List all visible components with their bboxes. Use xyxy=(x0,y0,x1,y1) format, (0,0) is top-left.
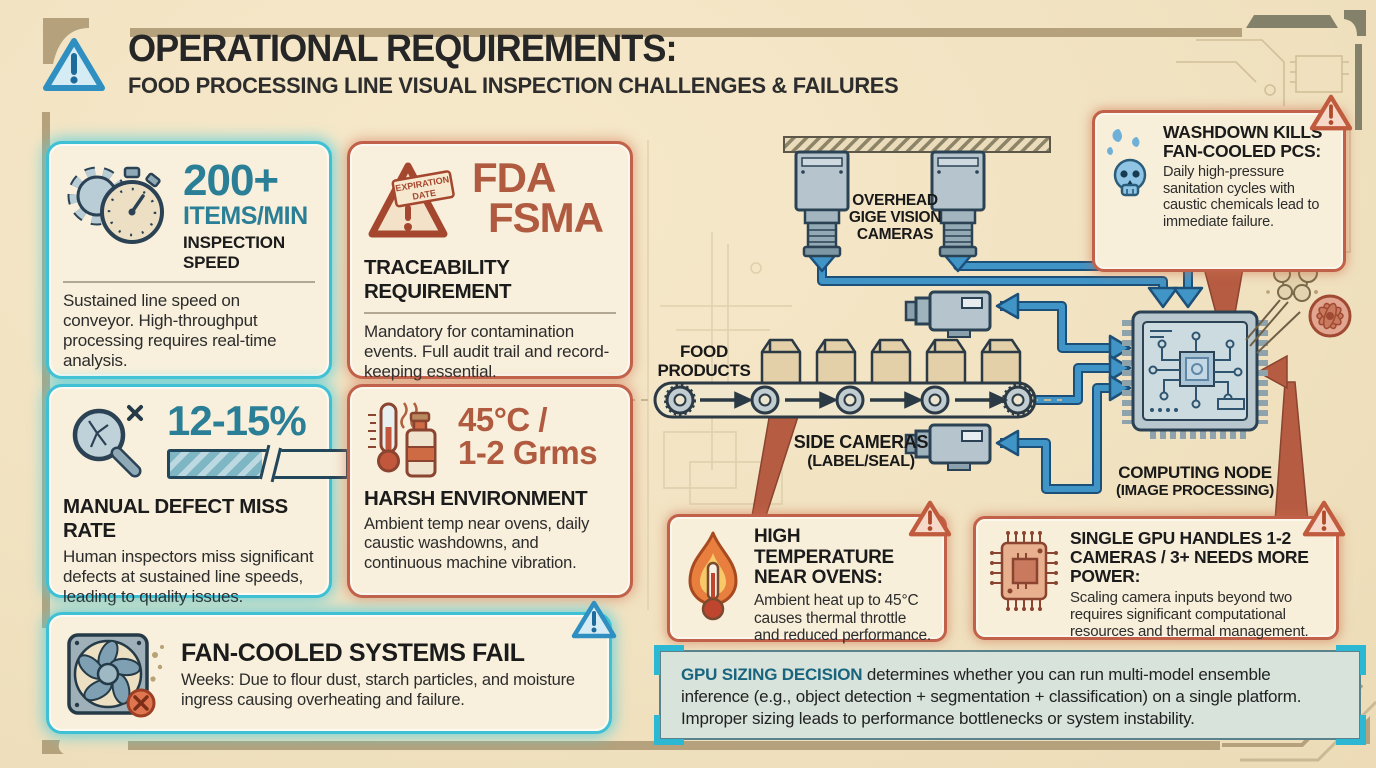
stat-label: INSPECTION SPEED xyxy=(183,232,285,272)
callout-title: HIGH TEMPERATURE NEAR OVENS: xyxy=(754,526,894,589)
bracket-corner xyxy=(1336,645,1366,675)
cooling-fan-icon xyxy=(63,627,167,723)
label-food-products: FOOD PRODUCTS xyxy=(657,342,751,380)
ceiling-mount xyxy=(783,136,1051,153)
warning-triangle-icon xyxy=(1309,93,1353,133)
magnifier-crack-icon xyxy=(63,399,159,491)
card-miss-rate: 12-15% MANUAL DEFECT MISS RATE Human ins… xyxy=(46,384,349,606)
divider xyxy=(63,280,315,283)
miss-rate-bar xyxy=(167,444,349,483)
stat-value: 12-15% xyxy=(167,397,307,444)
warning-triangle-icon xyxy=(908,499,952,539)
broken-fan-icon xyxy=(1308,294,1352,338)
card-body: Weeks: Due to flour dust, starch particl… xyxy=(181,671,575,709)
warning-triangle-icon xyxy=(1302,499,1346,539)
card-body: Ambient temp near ovens, daily caustic w… xyxy=(364,515,590,572)
stat-label: TRACEABILITY REQUIREMENT xyxy=(364,256,512,303)
card-fan-fail: FAN-COOLED SYSTEMS FAIL Weeks: Due to fl… xyxy=(46,600,617,734)
card-inspection-speed: 200+ ITEMS/MIN INSPECTION SPEED Sustaine… xyxy=(46,141,332,379)
callout-washdown: WASHDOWN KILLS FAN-COOLED PCS: Daily hig… xyxy=(1092,94,1353,272)
callout-single-gpu: SINGLE GPU HANDLES 1-2 CAMERAS / 3+ NEED… xyxy=(973,500,1346,641)
bar-break xyxy=(259,444,283,483)
stat-value: FDA xyxy=(472,154,556,201)
stat-unit: ITEMS/MIN xyxy=(183,201,308,230)
belt-flow-arrows xyxy=(700,391,1009,409)
card-fda-fsma: EXPIRATION DATE FDA FSMA TRACEABILITY RE… xyxy=(347,141,633,382)
computing-node xyxy=(1122,310,1268,439)
label-overhead-cameras: OVERHEAD GIGE VISION CAMERAS xyxy=(848,192,942,244)
card-harsh-environment: 45°C / 1-2 Grms HARSH ENVIRONMENT Ambien… xyxy=(347,384,633,598)
callout-body: Ambient heat up to 45°C causes thermal t… xyxy=(754,591,932,645)
warning-triangle-icon xyxy=(42,36,106,94)
bracket-corner xyxy=(1336,715,1366,745)
divider xyxy=(364,312,616,314)
callout-title: WASHDOWN KILLS FAN-COOLED PCS: xyxy=(1163,122,1323,161)
gpu-chip-icon xyxy=(988,529,1060,613)
label-computing-node: COMPUTING NODE (IMAGE PROCESSING) xyxy=(1116,463,1274,499)
card-body: Mandatory for contamination events. Full… xyxy=(364,322,610,382)
stat-label: HARSH ENVIRONMENT xyxy=(364,487,588,510)
stat-value-2: FSMA xyxy=(488,193,604,241)
side-camera-lower xyxy=(904,423,992,471)
stat-value: 45°C / xyxy=(458,401,548,438)
callout-high-temperature: HIGH TEMPERATURE NEAR OVENS: Ambient hea… xyxy=(667,500,952,644)
callout-body: Scaling camera inputs beyond two require… xyxy=(1070,588,1309,641)
food-packages xyxy=(760,338,1022,385)
page-title: OPERATIONAL REQUIREMENTS: xyxy=(128,28,677,70)
stat-value: 200+ xyxy=(183,156,279,205)
svg-text:DATE: DATE xyxy=(412,188,437,202)
skull-water-icon xyxy=(1107,123,1153,203)
overhead-camera-left xyxy=(794,150,850,258)
card-title: FAN-COOLED SYSTEMS FAIL xyxy=(181,639,525,668)
callout-body: Daily high-pressure sanitation cycles wi… xyxy=(1163,163,1320,231)
card-body: Human inspectors miss significant defect… xyxy=(63,547,314,607)
warning-triangle-icon xyxy=(571,599,617,641)
warning-expiration-stamp-icon: EXPIRATION DATE xyxy=(364,156,464,252)
gpu-note-lead: GPU SIZING DECISION xyxy=(681,665,863,684)
stat-label: MANUAL DEFECT MISS RATE xyxy=(63,495,288,542)
overhead-camera-right xyxy=(930,150,986,258)
bar-fill xyxy=(170,451,262,476)
page-header: OPERATIONAL REQUIREMENTS: FOOD PROCESSIN… xyxy=(128,28,922,99)
side-camera-upper xyxy=(904,290,992,338)
page-subtitle: FOOD PROCESSING LINE VISUAL INSPECTION C… xyxy=(128,72,899,98)
stat-value-2: 1-2 Grms xyxy=(458,434,598,471)
gpu-sizing-note: GPU SIZING DECISION determines whether y… xyxy=(654,645,1366,745)
conveyor-belt xyxy=(628,338,1062,419)
card-body: Sustained line speed on conveyor. High-t… xyxy=(63,290,277,370)
bracket-corner xyxy=(654,645,684,675)
label-side-cameras: SIDE CAMERAS (LABEL/SEAL) xyxy=(793,432,929,470)
thermometer-bottle-icon xyxy=(364,399,450,483)
gpu-note-body: determines whether you can run multi-mod… xyxy=(681,665,1302,729)
gear-stopwatch-icon xyxy=(63,156,175,264)
bracket-corner xyxy=(654,715,684,745)
flame-thermometer-icon xyxy=(682,527,744,631)
callout-title: SINGLE GPU HANDLES 1-2 CAMERAS / 3+ NEED… xyxy=(1070,528,1309,586)
